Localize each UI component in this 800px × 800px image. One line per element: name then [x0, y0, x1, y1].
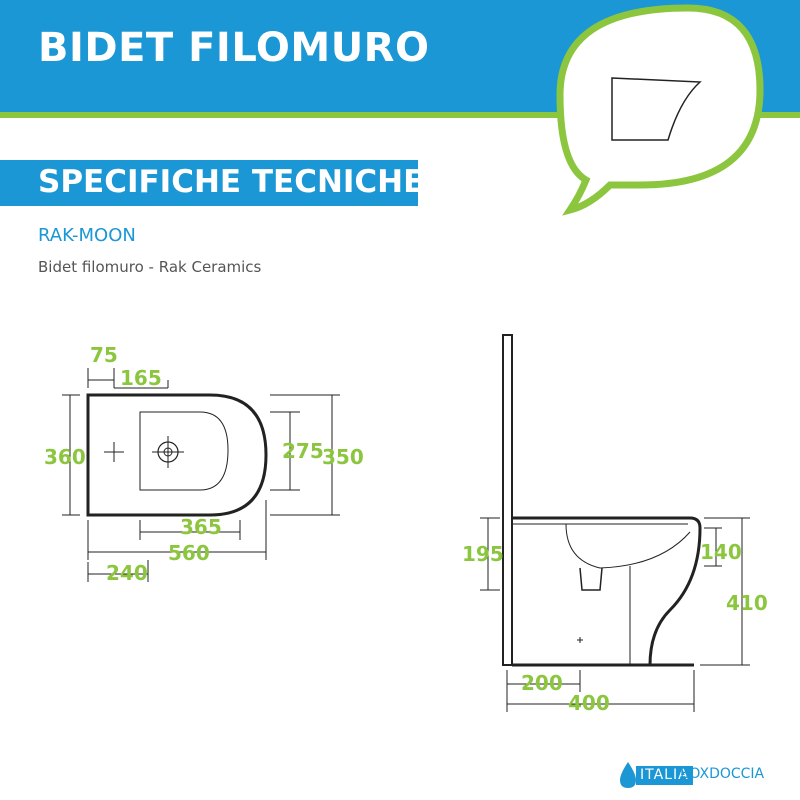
dim-360: 360	[44, 445, 86, 469]
dim-560: 560	[168, 541, 210, 565]
model-description: Bidet filomuro - Rak Ceramics	[38, 258, 262, 276]
dim-75: 75	[90, 343, 118, 367]
dim-275: 275	[282, 439, 324, 463]
wall	[502, 334, 513, 666]
section-band	[0, 160, 418, 206]
dim-195: 195	[462, 542, 504, 566]
side-view-drawing	[480, 334, 750, 712]
header-band-edge	[0, 112, 800, 118]
logo-italia: ITALIA	[636, 766, 693, 785]
bidet-thumbnail-icon	[611, 77, 702, 141]
logo-boxdoccia: BOXDOCCIA	[680, 766, 765, 782]
dim-410: 410	[726, 591, 768, 615]
model-name: RAK-MOON	[38, 225, 136, 246]
water-drop-logo-icon	[620, 762, 636, 788]
dim-165: 165	[120, 366, 162, 390]
dim-140: 140	[700, 540, 742, 564]
dim-240: 240	[106, 561, 148, 585]
top-view-dimensions: 75 165 360 275 350 365 560 240	[44, 343, 364, 585]
side-view-dimensions: 195 140 410 200 400	[462, 540, 768, 715]
dim-365: 365	[180, 515, 222, 539]
top-view-drawing	[62, 368, 340, 582]
dim-350: 350	[322, 445, 364, 469]
product-thumbnail-bubble	[556, 4, 764, 216]
section-title: SPECIFICHE TECNICHE	[38, 164, 425, 200]
dim-200: 200	[521, 671, 563, 695]
page-title: BIDET FILOMURO	[38, 25, 430, 71]
dim-400: 400	[568, 691, 610, 715]
